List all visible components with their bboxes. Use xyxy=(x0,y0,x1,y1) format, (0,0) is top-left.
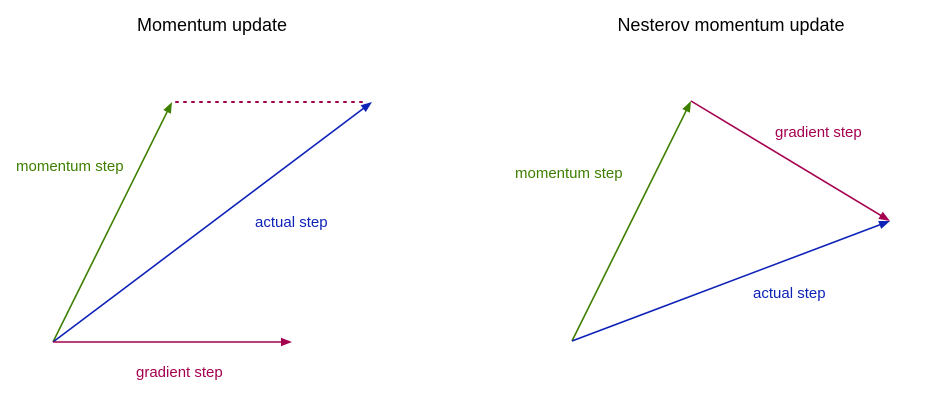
momentum-update-diagram: Momentum update momentum step actual ste… xyxy=(16,15,372,381)
momentum-step-arrow xyxy=(52,109,169,343)
momentum-step-label: momentum step xyxy=(16,158,124,175)
nesterov-actual-step-label: actual step xyxy=(753,285,826,302)
nesterov-gradient-step-arrow-head xyxy=(878,211,890,221)
nesterov-gradient-step-arrow xyxy=(690,100,883,218)
momentum-step-arrow-head xyxy=(163,102,172,114)
nesterov-momentum-step-arrow xyxy=(571,108,688,342)
nesterov-actual-step-arrow xyxy=(571,223,882,342)
actual-step-label: actual step xyxy=(255,214,328,231)
nesterov-momentum-step-label: momentum step xyxy=(515,165,623,182)
nesterov-momentum-step-arrow-head xyxy=(682,101,691,113)
actual-step-arrow xyxy=(52,106,366,343)
nesterov-update-diagram: Nesterov momentum update momentum step g… xyxy=(515,15,890,342)
gradient-step-arrow-head xyxy=(281,337,292,347)
actual-step-arrow-head xyxy=(360,102,372,112)
gradient-step-label: gradient step xyxy=(136,364,223,381)
nesterov-actual-step-arrow-head xyxy=(878,220,890,229)
momentum-update-title: Momentum update xyxy=(137,15,287,35)
nesterov-gradient-step-label: gradient step xyxy=(775,124,862,141)
nesterov-update-title: Nesterov momentum update xyxy=(617,15,844,35)
